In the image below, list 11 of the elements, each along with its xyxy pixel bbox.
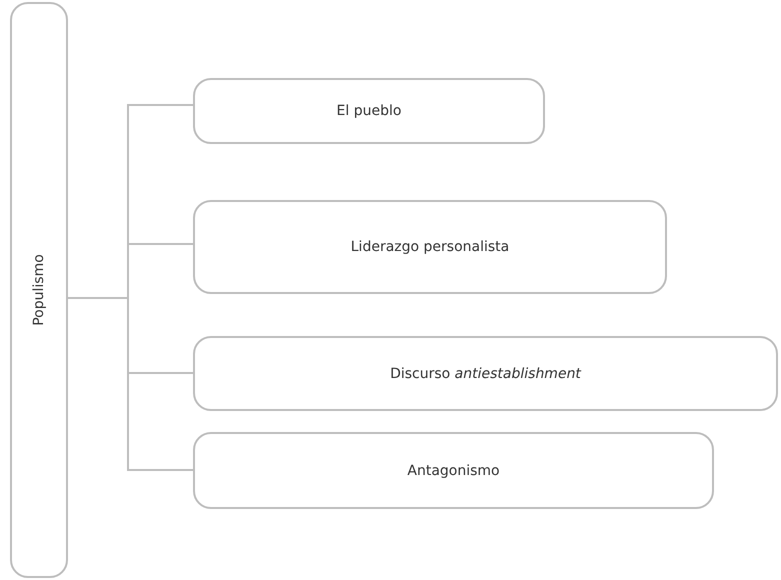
concept-label: Antagonismo [407, 462, 500, 478]
concept-box [193, 78, 545, 144]
category-label: Populismo [31, 254, 47, 326]
concept-label: El pueblo [336, 103, 402, 119]
concept-box [193, 432, 714, 509]
concept-box [193, 200, 667, 294]
connector-line [68, 297, 193, 471]
concept-label: Liderazgo personalista [350, 239, 510, 255]
concept-box [193, 336, 778, 411]
category-box [10, 2, 68, 578]
concept-label: Discurso antiestablishment [390, 366, 581, 382]
